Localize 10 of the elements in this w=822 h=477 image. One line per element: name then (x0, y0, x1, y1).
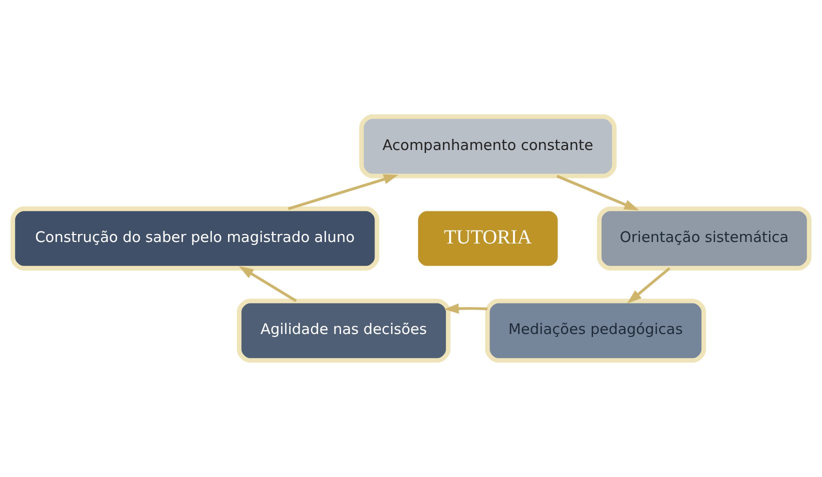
node-box: Orientação sistemática (596, 206, 812, 270)
node-box: Mediações pedagógicas (485, 298, 706, 363)
arrow (238, 266, 297, 302)
arrow (556, 174, 639, 210)
node-box: Acompanhamento constante (359, 114, 617, 178)
arrow (627, 267, 670, 304)
node-box: Agilidade nas decisões (236, 298, 450, 363)
arrow (444, 303, 488, 314)
node-box: Construção do saber pelo magistrado aluno (10, 206, 380, 270)
arrow (288, 174, 398, 210)
